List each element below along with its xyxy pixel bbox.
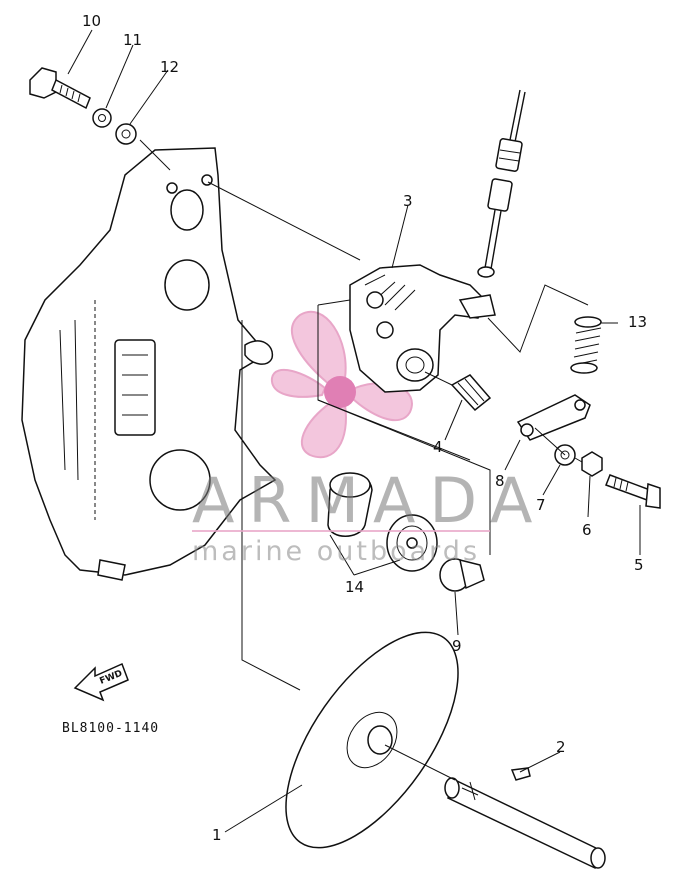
callout-10: 10 (82, 12, 101, 30)
adjust-screw-4 (450, 374, 492, 412)
leader-lines (67, 29, 641, 833)
bushing-14 (327, 472, 373, 537)
disc-1 (285, 631, 459, 849)
lower-case-housing (21, 147, 277, 581)
callout-8: 8 (495, 472, 505, 490)
watermark-brand: ARMADA (192, 464, 546, 537)
callout-4: 4 (433, 438, 443, 456)
spring-13 (570, 316, 602, 374)
bolt-5 (605, 474, 661, 509)
diagram-code: BL8100-1140 (62, 721, 159, 736)
callout-13: 13 (628, 313, 647, 331)
washer-12 (115, 123, 137, 145)
callout-1: 1 (212, 826, 222, 844)
callout-7: 7 (536, 496, 546, 514)
callout-12: 12 (160, 58, 179, 76)
shift-cable (477, 89, 526, 278)
callout-11: 11 (123, 31, 142, 49)
watermark-divider (192, 530, 490, 532)
bolt-10 (29, 67, 91, 110)
callout-2: 2 (556, 738, 566, 756)
lock-washer-11 (92, 108, 112, 128)
watermark-propeller-icon (270, 310, 413, 458)
callout-3: 3 (403, 192, 413, 210)
drive-shaft (444, 777, 606, 870)
callout-14: 14 (345, 578, 364, 596)
key-2 (510, 767, 531, 781)
callout-6: 6 (582, 521, 592, 539)
nut-6 (581, 451, 603, 477)
forward-arrow-icon: FWD (73, 662, 129, 702)
shift-lever-8 (516, 394, 591, 441)
shift-shaft-9 (439, 558, 485, 592)
callout-9: 9 (452, 637, 462, 655)
watermark-tagline: marine outboards (192, 536, 480, 567)
shift-bracket-3 (349, 264, 496, 393)
seal-14 (386, 514, 438, 572)
callout-5: 5 (634, 556, 644, 574)
